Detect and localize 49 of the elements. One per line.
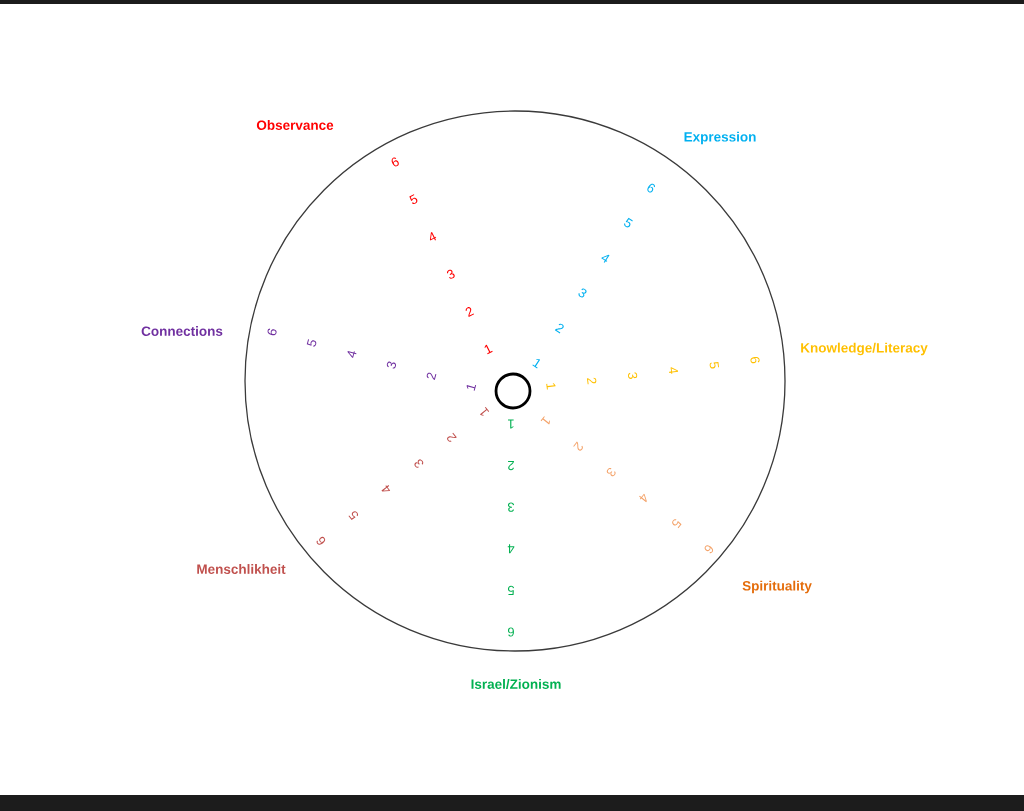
scale-number: 5 [624,217,633,228]
scale-number: 3 [606,467,616,477]
scale-number: 3 [414,459,424,468]
scale-number: 3 [386,361,396,369]
scale-number: 1 [546,383,556,390]
scale-number: 1 [540,416,550,425]
scale-number: 3 [578,288,587,298]
scale-number: 4 [639,493,647,503]
scale-number: 6 [507,627,514,637]
scale-number: 1 [484,344,493,355]
scale-number: 6 [704,545,714,554]
scale-number: 3 [507,502,515,512]
axis-label: Israel/Zionism [471,679,561,690]
axis-label: Menschlikheit [197,564,286,574]
scale-number: 3 [628,372,638,379]
axis-label: Connections [141,326,223,336]
axis-label: Spirituality [742,580,812,594]
scale-number: 6 [267,328,277,336]
scale-number: 3 [446,269,455,279]
scale-number: 5 [672,519,682,529]
scale-number: 4 [669,367,679,374]
scale-number: 6 [647,183,655,193]
scale-number: 1 [480,406,490,416]
scale-number: 6 [391,157,399,167]
scale-number: 5 [306,339,317,347]
scale-number: 4 [347,350,357,358]
scale-number: 2 [465,307,475,317]
scale-number: 6 [316,536,326,545]
scale-number: 2 [426,372,437,381]
scale-number: 6 [750,357,760,364]
scale-number: 5 [409,194,418,204]
scale-number: 1 [466,385,477,391]
scale-number: 5 [507,585,515,595]
scale-number: 4 [381,485,391,492]
scale-number: 4 [429,231,437,241]
scale-number: 2 [586,377,597,385]
scale-number: 1 [532,359,541,369]
axis-label: Observance [256,120,334,130]
scale-number: 2 [447,432,457,442]
scale-number: 4 [507,544,515,554]
scale-number: 2 [508,461,514,471]
center-circle [494,372,532,410]
axis-label: Knowledge/Literacy [801,342,928,356]
scale-number: 5 [348,511,359,520]
scale-number: 4 [601,254,610,263]
scale-number: 2 [573,441,583,451]
scale-number: 2 [554,323,564,334]
scale-number: 5 [709,362,720,369]
axis-label: Expression [684,131,756,145]
